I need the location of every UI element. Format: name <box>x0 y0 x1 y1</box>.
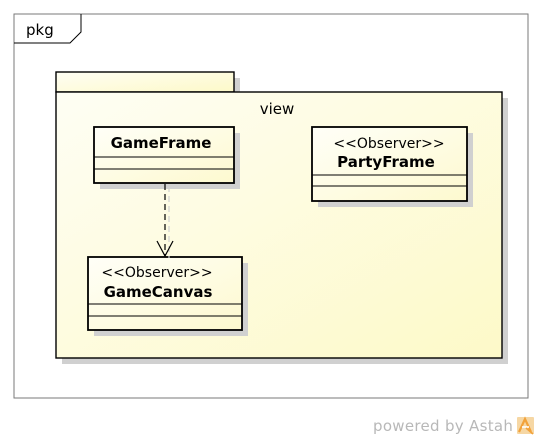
class-name: GameCanvas <box>104 283 213 301</box>
class-name: GameFrame <box>111 134 212 152</box>
class-stereotype: <<Observer>> <box>333 136 444 152</box>
frame-label: pkg <box>26 21 54 39</box>
class-stereotype: <<Observer>> <box>101 265 212 281</box>
astah-logo-icon <box>517 416 534 435</box>
open-arrowhead-icon <box>156 240 174 258</box>
class-gamecanvas[interactable]: <<Observer>> GameCanvas <box>87 256 248 336</box>
powered-by-text: powered by Astah <box>373 417 513 435</box>
class-partyframe[interactable]: <<Observer>> PartyFrame <box>311 126 473 207</box>
astah-footer: powered by Astah <box>373 416 534 435</box>
class-name: PartyFrame <box>337 153 435 171</box>
class-gameframe[interactable]: GameFrame <box>93 126 240 189</box>
package-name: view <box>260 100 295 118</box>
dependency-gameframe-gamecanvas[interactable] <box>156 184 174 258</box>
